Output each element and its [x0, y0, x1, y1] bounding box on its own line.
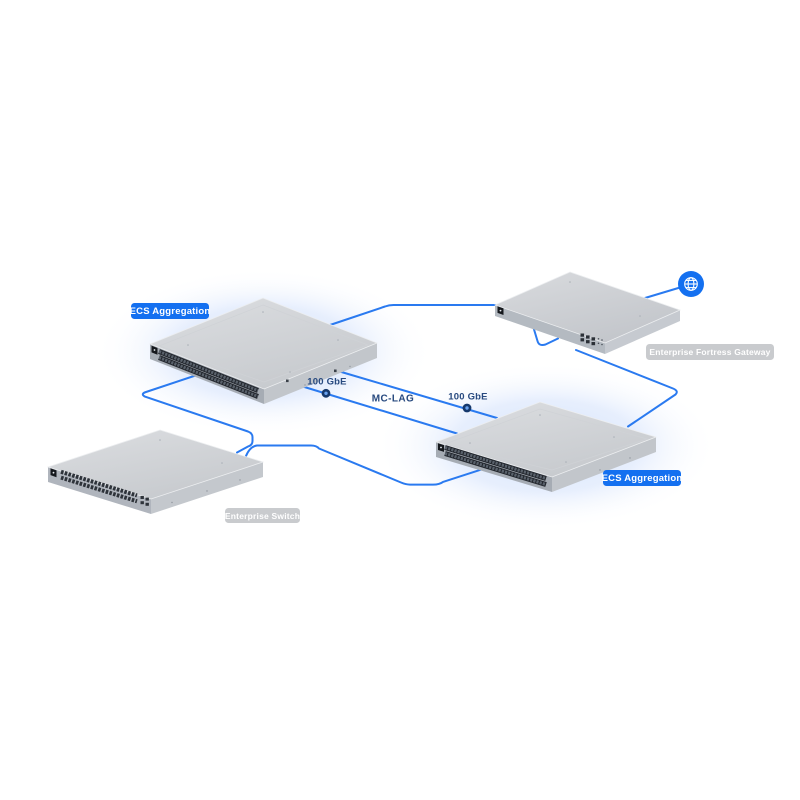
agg2-port-row-2 [444, 452, 547, 486]
gateway-top-face [493, 271, 682, 344]
device-enterprise-switch[interactable] [46, 429, 265, 514]
switch-port-row-1 [60, 469, 138, 498]
link-gateway-agg2 [575, 349, 678, 428]
device-ecs-aggregation-1[interactable] [148, 297, 379, 404]
switch-top-face [46, 429, 265, 500]
globe-icon[interactable] [678, 271, 704, 297]
link-gateway-internet [644, 286, 681, 299]
device-enterprise-fortress-gateway[interactable] [493, 271, 682, 354]
link-switch-agg2 [245, 444, 483, 486]
link-speed-label-right: 100 GbE [448, 391, 488, 403]
link-node-dots [321, 388, 472, 413]
agg2-port-row-1 [444, 446, 547, 480]
agg2-right-face [552, 437, 656, 492]
agg1-port-row-1 [158, 350, 259, 392]
link-speed-label-left: 100 GbE [307, 376, 347, 388]
agg2-lid-seam [443, 408, 649, 471]
agg1-right-face [264, 343, 377, 404]
link-mclag-lower [287, 381, 458, 435]
gateway-right-face [605, 310, 680, 354]
switch-right-face [151, 462, 263, 514]
badge-enterprise-switch: Enterprise Switch [225, 508, 300, 523]
device-ecs-aggregation-2[interactable] [434, 401, 658, 492]
link-dot-left-glyph [324, 391, 328, 395]
agg2-top-face [434, 401, 658, 478]
switch-port-row-2 [60, 475, 138, 504]
mclag-label: MC-LAG [371, 393, 415, 405]
gateway-port-block [580, 333, 596, 346]
agg1-top-face [148, 297, 379, 390]
badge-ecs-aggregation-1: ECS Aggregation [130, 303, 210, 319]
badge-enterprise-fortress-gateway: Enterprise Fortress Gateway [646, 344, 774, 360]
agg1-port-row-2 [158, 356, 259, 398]
gateway-left-face [495, 305, 605, 354]
badge-ecs-aggregation-2: ECS Aggregation [602, 470, 682, 486]
agg1-lid-seam [157, 304, 370, 383]
link-agg1-switch [141, 372, 254, 454]
link-dot-right-glyph [465, 406, 469, 410]
switch-sfp-block [140, 496, 149, 506]
